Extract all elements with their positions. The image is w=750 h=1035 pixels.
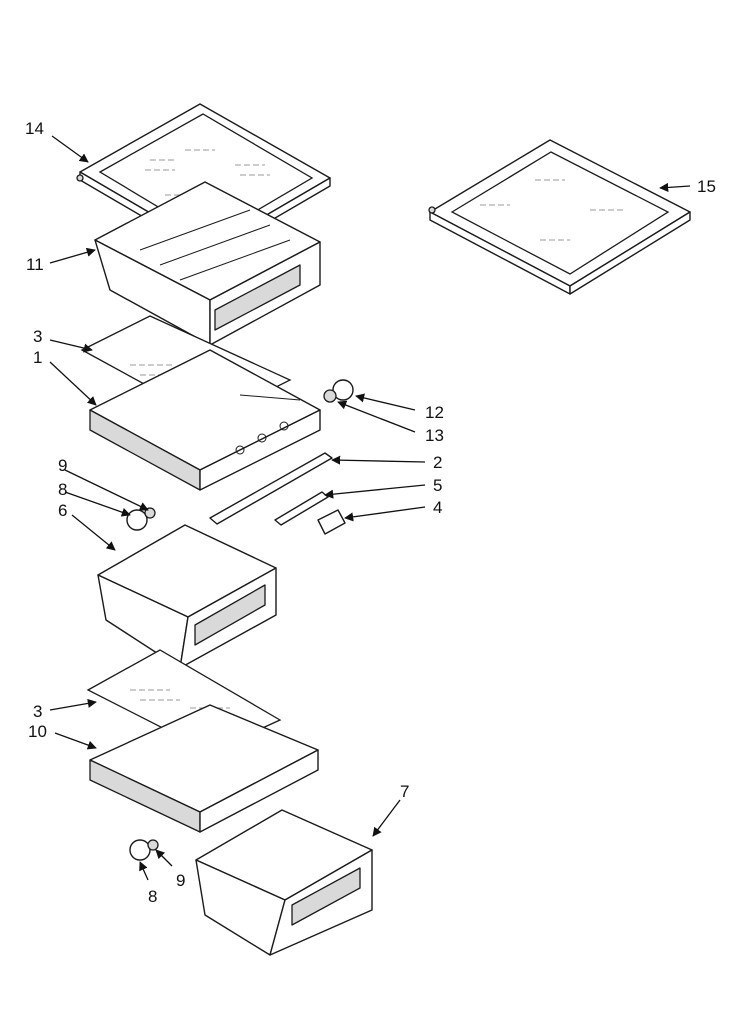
- callout-5: 5: [433, 476, 442, 495]
- callout-8-upper: 8: [58, 480, 67, 499]
- callout-11: 11: [26, 255, 44, 274]
- callout-9-lower: 9: [176, 871, 185, 890]
- part-6-crisper-pan: [97, 524, 277, 669]
- part-8-9-roller-upper: [126, 507, 156, 531]
- part-10-crisper-frame: [89, 704, 319, 833]
- callout-labels: 14 15 11 3 1 12 13 9 2 8 5 6 4 3 10 7 9 …: [25, 119, 716, 906]
- callout-3-lower: 3: [33, 702, 42, 721]
- part-12-13-knob: [323, 379, 354, 403]
- callout-4: 4: [433, 498, 442, 517]
- leader-lines: [49, 135, 691, 881]
- callout-9-upper: 9: [58, 456, 67, 475]
- callout-10: 10: [28, 722, 47, 741]
- callout-14: 14: [25, 119, 44, 138]
- callout-8-lower: 8: [148, 887, 157, 906]
- callout-3-upper: 3: [33, 327, 42, 346]
- callout-6: 6: [58, 501, 67, 520]
- callout-13: 13: [425, 426, 444, 445]
- callout-2: 2: [433, 453, 442, 472]
- part-1-crisper-frame: [89, 349, 321, 491]
- part-4-clip: [317, 509, 346, 535]
- callout-15: 15: [697, 177, 716, 196]
- callout-1: 1: [33, 348, 42, 367]
- part-7-crisper-pan: [195, 809, 373, 956]
- callout-7: 7: [400, 782, 409, 801]
- callout-12: 12: [425, 403, 444, 422]
- part-8-9-roller-lower: [129, 839, 159, 861]
- part-11-crisper-pan: [94, 181, 321, 346]
- part-15-shelf: [428, 139, 691, 295]
